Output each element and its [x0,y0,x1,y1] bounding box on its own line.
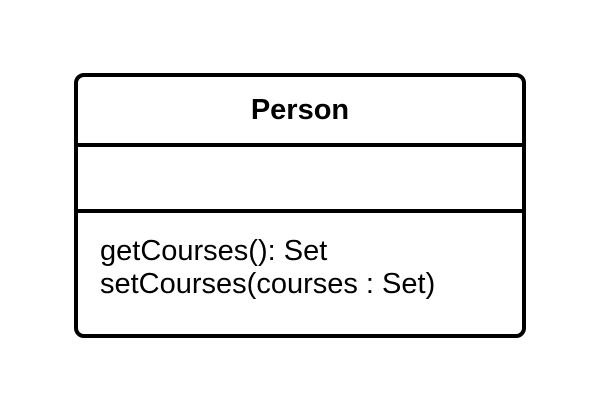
operation-get-courses: getCourses(): Set [100,235,328,267]
class-name: Person [250,93,350,126]
operations-compartment: getCourses(): Set setCourses(courses : S… [78,213,522,334]
operation-set-courses: setCourses(courses : Set) [100,268,436,300]
attributes-compartment [78,147,522,213]
uml-class-box: Person getCourses(): Set setCourses(cour… [74,73,526,338]
class-name-compartment: Person [78,77,522,147]
